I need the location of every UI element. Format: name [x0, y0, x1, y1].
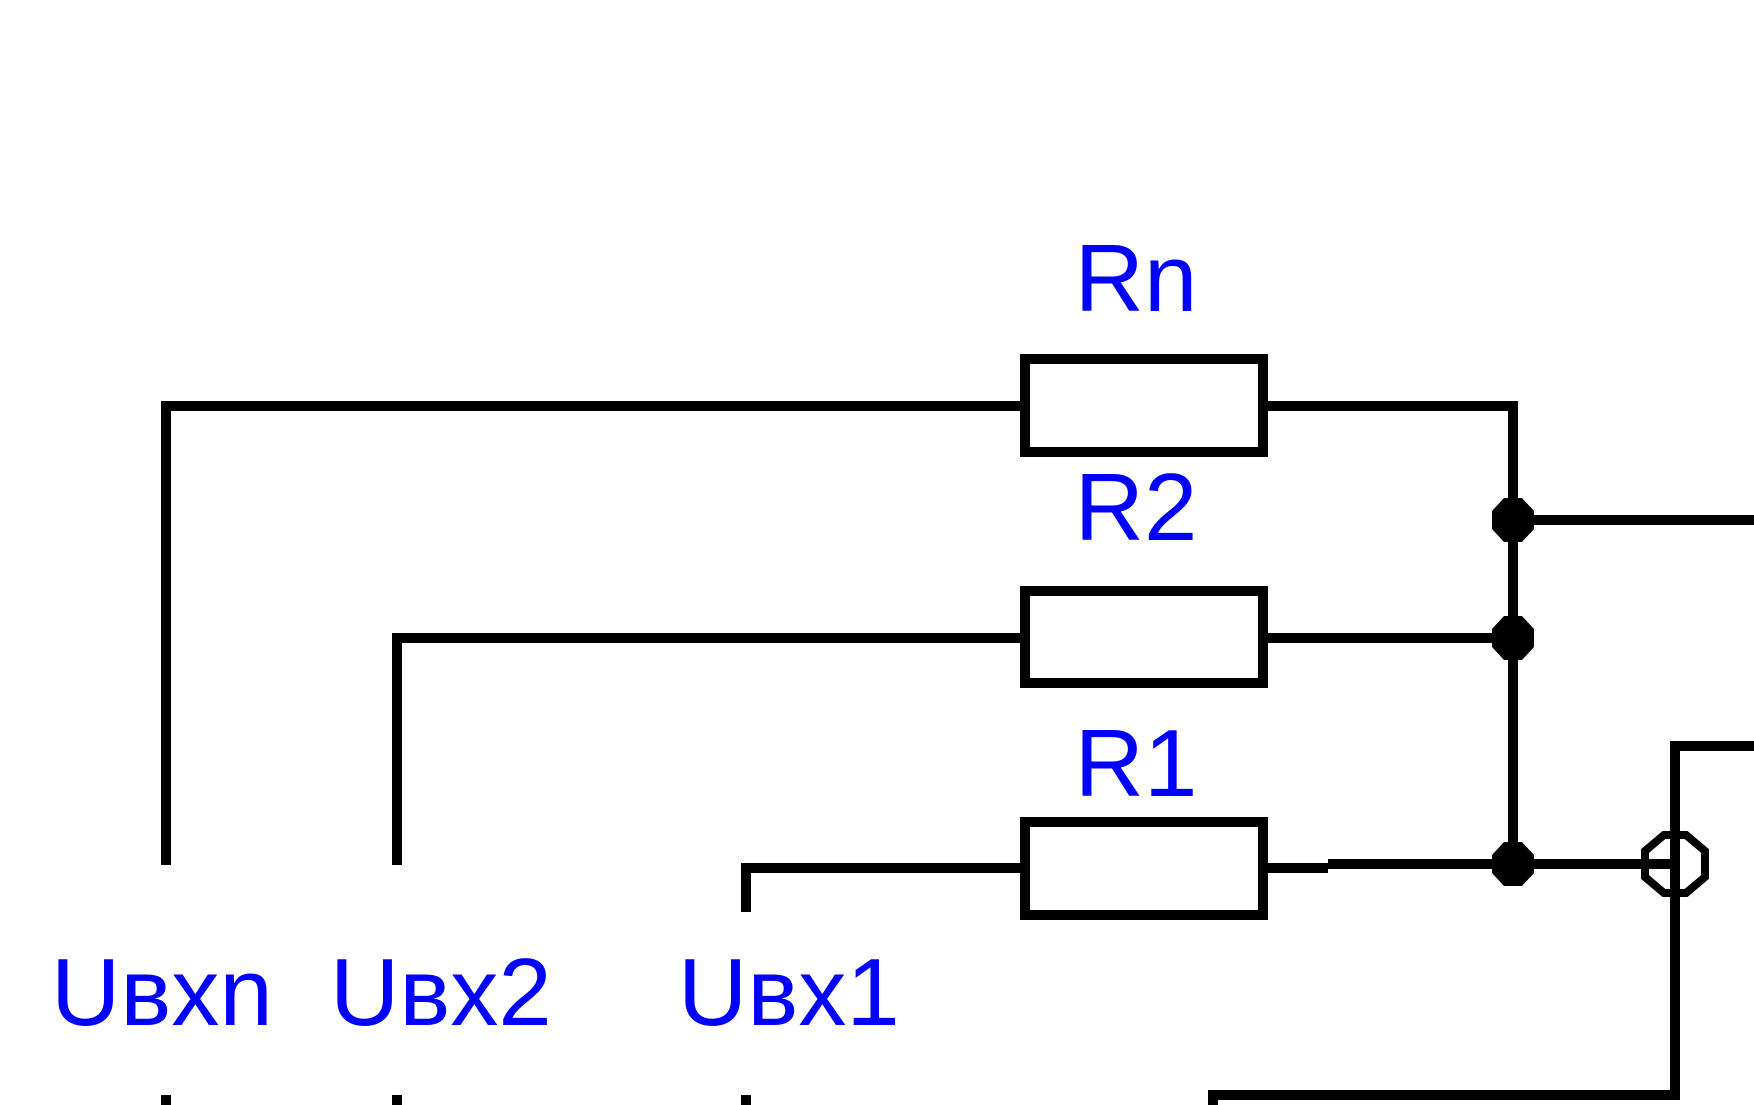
wire-uvxn-to-rn [161, 401, 1025, 865]
label-r2: R2 [1075, 454, 1198, 561]
junction-node-middle [1492, 616, 1534, 660]
label-uvx2: Uвх2 [330, 939, 552, 1046]
resistor-rn [1020, 354, 1268, 457]
wire-uvx2-to-r2 [392, 633, 1025, 865]
resistor-r1 [1020, 817, 1268, 920]
open-terminal-node [1641, 831, 1709, 897]
resistor-r2 [1020, 586, 1268, 688]
wire-rn-to-bus [1263, 401, 1518, 520]
junction-node-bottom [1492, 842, 1534, 886]
junction-node-top [1492, 498, 1534, 542]
label-uvxn: Uвхn [51, 939, 273, 1046]
label-rn: Rn [1075, 225, 1198, 332]
wire-uvx1-to-r1 [741, 863, 1025, 912]
wire-feedback [1208, 741, 1754, 1105]
label-r1: R1 [1075, 710, 1198, 817]
label-uvx1: Uвх1 [678, 939, 900, 1046]
